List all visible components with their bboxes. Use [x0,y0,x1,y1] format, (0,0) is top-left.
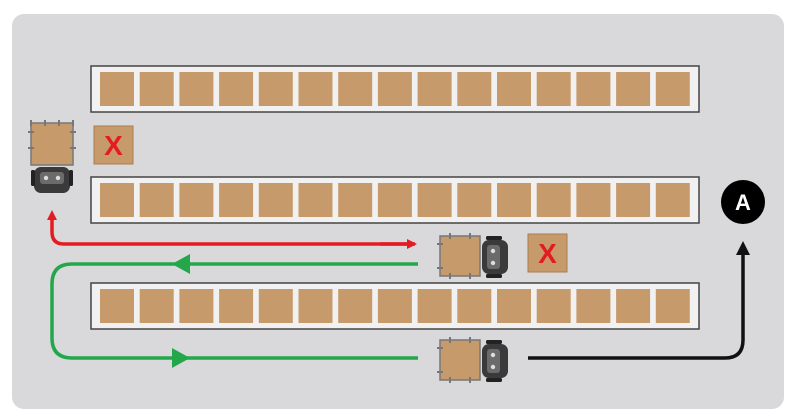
shelf-bin [338,289,373,323]
shelf-bin [100,183,134,217]
shelf-bin [377,72,412,106]
shelf-bin [179,72,214,106]
shelf-bin [338,72,373,106]
shelf-bin [576,72,611,106]
exit-route [528,241,750,360]
shelf-bin [576,183,611,217]
shelf-bin [219,72,254,106]
shelf-bin [377,183,412,217]
robot-left-aisle [28,120,76,193]
shelf-bin [655,183,690,217]
shelf-bin [655,72,690,106]
reroute [50,254,418,368]
shelf-bin [377,289,412,323]
shelf-bin [457,289,492,323]
shelf-top [90,65,700,113]
shelf-bin [100,289,134,323]
shelf-bin [298,72,333,106]
shelf-middle [90,176,700,224]
svg-text:X: X [538,238,557,269]
shelf-bin [417,289,452,323]
shelf-bin [258,183,293,217]
shelf-bin [179,183,214,217]
shelf-bin [616,183,651,217]
blocked-route [47,210,417,249]
shelf-bin [536,183,571,217]
shelf-bin [497,72,531,106]
shelf-bin [139,183,174,217]
shelf-bin [258,289,293,323]
shelf-bin [497,183,531,217]
shelf-bin [457,72,492,106]
shelf-bin [219,183,254,217]
shelf-bin [417,183,452,217]
shelf-bin [417,72,452,106]
blocked-box-left: X [93,125,134,165]
shelf-bin [536,72,571,106]
shelf-bin [139,289,174,323]
shelf-bin [139,72,174,106]
shelf-bin [655,289,690,323]
shelf-bin [258,72,293,106]
robot-center-aisle [437,233,508,279]
shelf-bin [100,72,134,106]
destination-label: A [735,190,751,215]
blocked-box-right: X [527,233,568,273]
shelf-bin [298,183,333,217]
shelf-bottom [90,282,700,330]
destination-node: A [721,180,765,224]
shelf-bin [616,289,651,323]
shelf-bin [616,72,651,106]
shelf-bin [338,183,373,217]
shelf-bin [179,289,214,323]
svg-text:X: X [104,130,123,161]
shelf-bin [536,289,571,323]
shelf-bin [497,289,531,323]
shelf-bin [298,289,333,323]
shelf-bin [219,289,254,323]
shelf-bin [576,289,611,323]
robot-bottom [437,337,508,383]
shelf-bin [457,183,492,217]
